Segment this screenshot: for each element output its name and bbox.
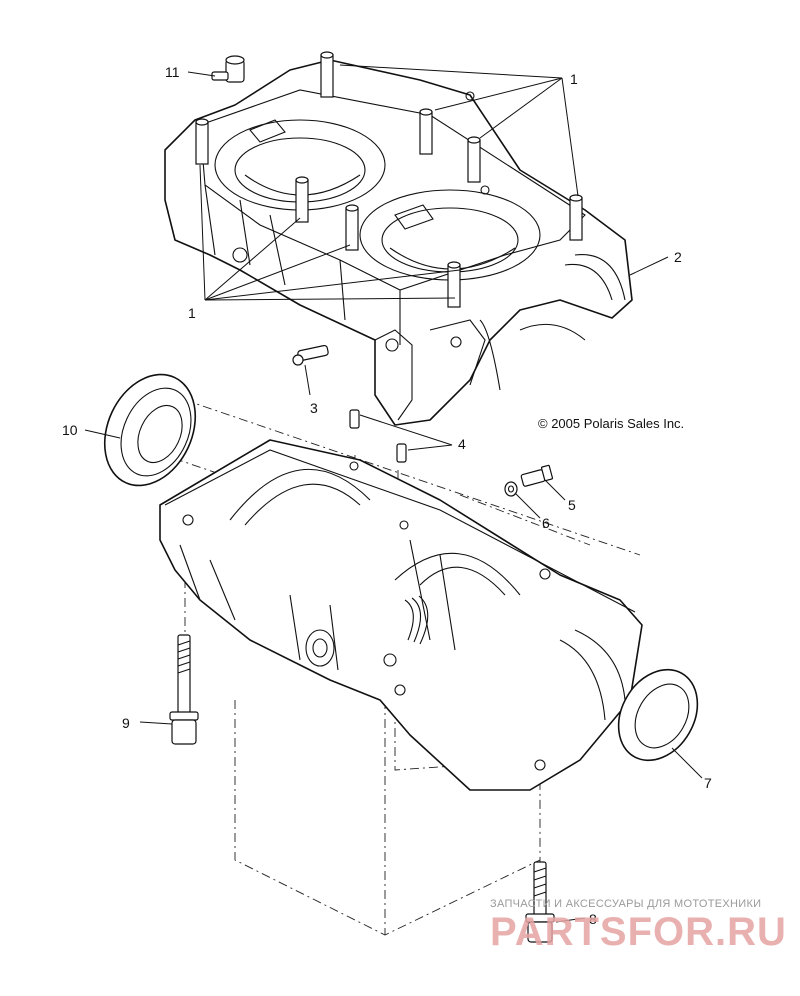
- callout-6: 6: [542, 515, 550, 531]
- oil-pin: [292, 344, 329, 366]
- dowel-pins: [349, 409, 407, 463]
- lower-crankcase: [159, 439, 643, 791]
- callout-10: 10: [62, 422, 78, 438]
- callout-4: 4: [458, 436, 466, 452]
- callout-5: 5: [568, 497, 576, 513]
- callout-labels: 1 1 2 3 4 5 6 7 8 9 10 11: [62, 64, 712, 927]
- long-bolt-left: [169, 634, 199, 745]
- callout-3: 3: [310, 400, 318, 416]
- elbow-fitting: [211, 55, 245, 83]
- callout-2: 2: [674, 249, 682, 265]
- callout-11: 11: [165, 64, 180, 80]
- copyright-notice: © 2005 Polaris Sales Inc.: [538, 416, 684, 431]
- small-bolt: [520, 464, 554, 487]
- watermark: ЗАПЧАСТИ И АКСЕССУАРЫ ДЛЯ МОТОТЕХНИКИ PA…: [490, 898, 787, 954]
- long-bolt-right: [525, 861, 555, 943]
- leader-lines: [84, 64, 703, 923]
- crank-seal-right: [617, 668, 699, 762]
- upper-crankcase: [164, 59, 633, 426]
- callout-7: 7: [704, 775, 712, 791]
- callout-1-bottom: 1: [188, 305, 196, 321]
- callout-1-top: 1: [570, 71, 578, 87]
- callout-8: 8: [589, 911, 597, 927]
- watermark-tagline: ЗАПЧАСТИ И АКСЕССУАРЫ ДЛЯ МОТОТЕХНИКИ: [490, 898, 761, 910]
- washer: [504, 481, 518, 497]
- watermark-site: PARTSFOR.RU: [490, 910, 787, 954]
- crank-seal-left: [103, 373, 197, 487]
- cylinder-studs: [195, 51, 583, 308]
- callout-9: 9: [122, 715, 130, 731]
